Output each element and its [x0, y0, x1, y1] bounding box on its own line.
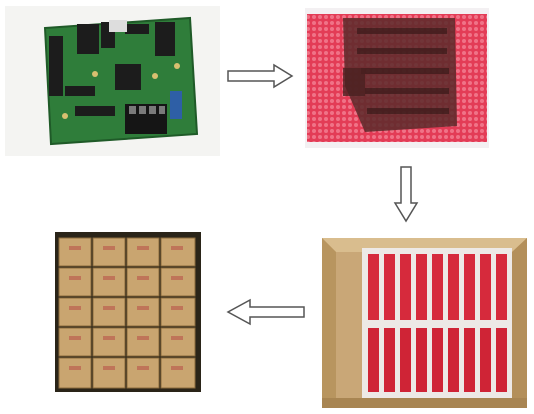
arrow-down-icon: [393, 165, 419, 223]
circuit-board-photo: [5, 6, 220, 156]
arrow-left-icon: [226, 298, 306, 326]
stacked-cartons-photo: [55, 232, 201, 392]
arrow-right-icon: [226, 63, 294, 89]
bubble-wrap-bag-photo: [305, 8, 489, 148]
packed-carton-photo: [322, 238, 527, 408]
